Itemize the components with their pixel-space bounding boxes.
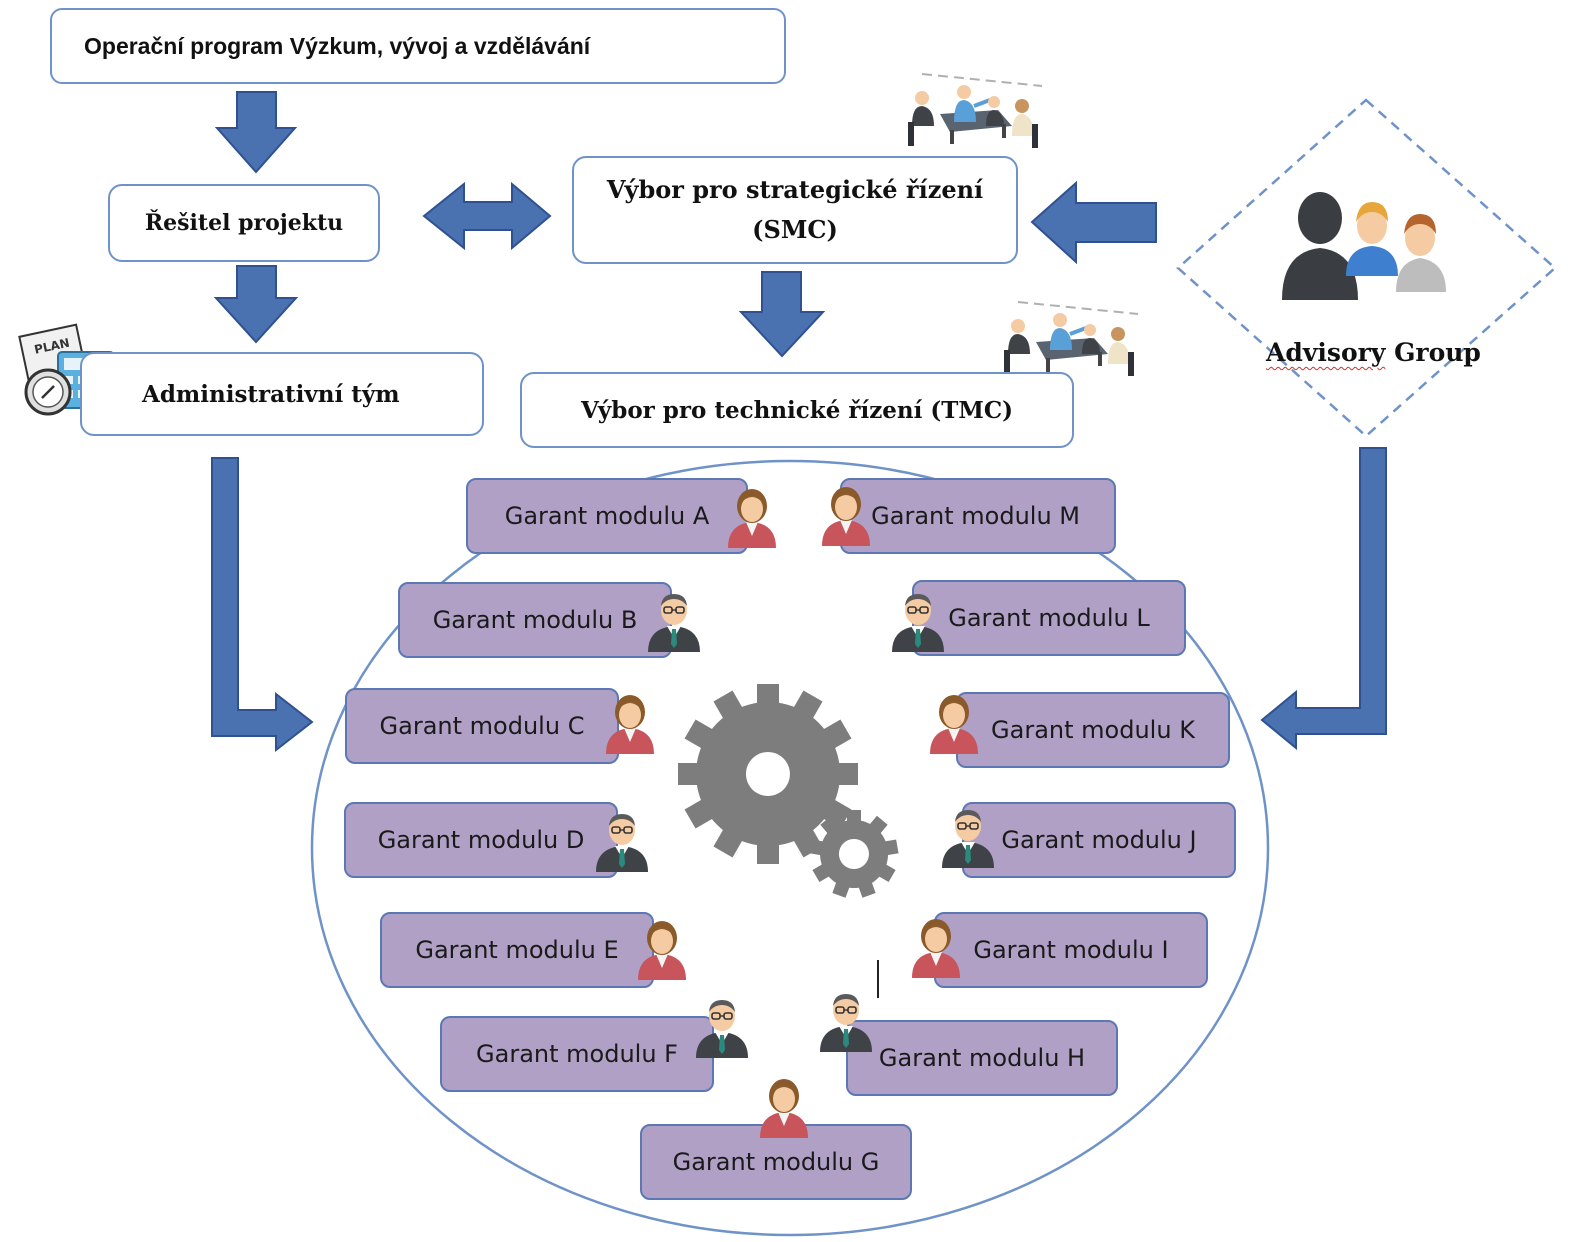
female-person-icon <box>630 916 694 982</box>
arrow-down-1 <box>214 91 298 174</box>
female-person-icon <box>752 1074 816 1140</box>
female-person-icon <box>720 484 784 550</box>
module-l: Garant modulu L <box>912 580 1186 656</box>
module-j-label: Garant modulu J <box>1001 826 1197 854</box>
module-c: Garant modulu C <box>345 688 619 764</box>
module-j: Garant modulu J <box>962 802 1236 878</box>
module-a: Garant modulu A <box>466 478 748 554</box>
male-person-icon <box>690 994 754 1060</box>
male-person-icon <box>936 804 1000 870</box>
module-i-label: Garant modulu I <box>973 936 1169 964</box>
arrow-admin-to-circle <box>211 457 314 753</box>
meeting-icon-tmc <box>1002 300 1140 378</box>
advisory-people-icon <box>1282 192 1446 300</box>
admin-label: Administrativní tým <box>142 380 400 408</box>
advisory-diamond <box>1176 98 1557 438</box>
female-person-icon <box>814 482 878 548</box>
module-g: Garant modulu G <box>640 1124 912 1200</box>
program-label: Operační program Výzkum, vývoj a vzděláv… <box>84 32 591 59</box>
male-person-icon <box>590 808 654 874</box>
module-l-label: Garant modulu L <box>948 604 1150 632</box>
male-person-icon <box>642 588 706 654</box>
module-a-label: Garant modulu A <box>504 502 710 530</box>
female-person-icon <box>904 914 968 980</box>
module-e: Garant modulu E <box>380 912 654 988</box>
module-c-label: Garant modulu C <box>379 712 585 740</box>
module-h-label: Garant modulu H <box>878 1044 1086 1072</box>
resitel-box: Řešitel projektu <box>108 184 380 262</box>
module-b-label: Garant modulu B <box>432 606 638 634</box>
module-f-label: Garant modulu F <box>476 1040 678 1068</box>
program-box: Operační program Výzkum, vývoj a vzděláv… <box>50 8 786 84</box>
module-g-label: Garant modulu G <box>672 1148 880 1176</box>
admin-box: Administrativní tým <box>80 352 484 436</box>
module-d: Garant modulu D <box>344 802 618 878</box>
arrow-double <box>422 181 552 251</box>
module-k: Garant modulu K <box>956 692 1230 768</box>
smc-box: Výbor pro strategické řízení (SMC) <box>572 156 1018 264</box>
module-e-label: Garant modulu E <box>415 936 619 964</box>
module-k-label: Garant modulu K <box>991 716 1195 744</box>
male-person-icon <box>814 988 878 1054</box>
modules-circle <box>310 459 1270 1237</box>
arrow-down-3 <box>738 271 826 358</box>
resitel-label: Řešitel projektu <box>144 210 344 236</box>
gears-icon <box>678 684 899 898</box>
meeting-icon-smc <box>906 72 1044 150</box>
group-word: Group <box>1385 338 1481 367</box>
advisory-word: Advisory <box>1266 338 1386 367</box>
arrow-advisory-to-circle <box>1260 447 1387 751</box>
module-m: Garant modulu M <box>840 478 1116 554</box>
module-f: Garant modulu F <box>440 1016 714 1092</box>
module-m-label: Garant modulu M <box>871 502 1080 530</box>
smc-line1: Výbor pro strategické řízení <box>606 175 984 204</box>
module-i: Garant modulu I <box>934 912 1208 988</box>
smc-line2: (SMC) <box>752 215 838 244</box>
male-person-icon <box>886 588 950 654</box>
module-h: Garant modulu H <box>846 1020 1118 1096</box>
arrow-down-2 <box>213 265 299 344</box>
female-person-icon <box>922 690 986 756</box>
arrow-left-advisory <box>1030 180 1157 265</box>
tmc-label: Výbor pro technické řízení (TMC) <box>580 396 1014 424</box>
tmc-box: Výbor pro technické řízení (TMC) <box>520 372 1074 448</box>
module-d-label: Garant modulu D <box>377 826 585 854</box>
module-b: Garant modulu B <box>398 582 672 658</box>
female-person-icon <box>598 690 662 756</box>
advisory-group-label: Advisory Group <box>1266 338 1481 367</box>
